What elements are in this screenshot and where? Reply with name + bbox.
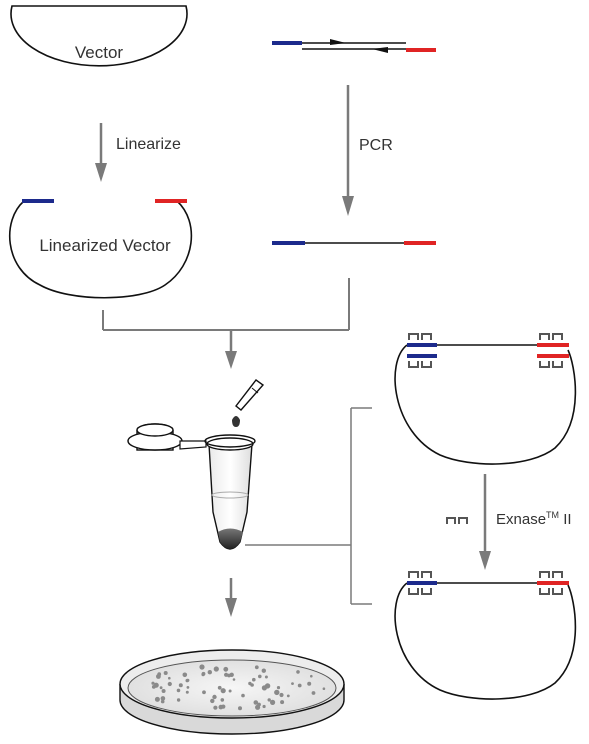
colony-dot [227, 673, 231, 678]
colony-dot [261, 668, 266, 673]
colony-dot [182, 672, 188, 678]
colony-dot [178, 683, 183, 688]
colony-dot [160, 699, 165, 704]
colony-dot [163, 671, 168, 675]
colony-dot [267, 698, 271, 702]
colony-dot [297, 683, 302, 688]
colony-dot [210, 698, 215, 704]
colony-dot [255, 704, 261, 710]
pcr-template [272, 39, 436, 53]
colony-dot [185, 690, 189, 694]
colony-dot [310, 674, 313, 678]
colony-dot [238, 706, 242, 711]
colony-dot [159, 686, 163, 690]
colony-dot [156, 674, 161, 679]
colony-dot [217, 685, 222, 690]
colony-dot [167, 681, 172, 687]
colony-dot [176, 688, 181, 693]
colony-dot [213, 666, 219, 672]
colony-dot [250, 683, 254, 687]
plasmid-with-overhangs [394, 343, 577, 465]
colony-dot [274, 689, 280, 696]
colony-dot [286, 694, 290, 698]
colony-dot [213, 705, 218, 710]
pipette-icon [232, 379, 265, 427]
colony-dot [307, 681, 312, 686]
exnase-enzyme-icon [408, 333, 563, 368]
colony-dot [228, 689, 232, 693]
colony-dot [223, 666, 229, 672]
vector-label: Vector [75, 43, 124, 62]
recombined-plasmid [394, 581, 577, 700]
colony-dot [264, 675, 268, 679]
tube-icon [127, 423, 256, 550]
colony-dot [322, 687, 326, 690]
reaction-bracket [245, 407, 372, 605]
colony-dot [311, 691, 316, 695]
colony-dot [220, 698, 225, 702]
colony-dot [232, 678, 236, 681]
colony-dot [258, 674, 262, 679]
exnase-arrow [479, 474, 491, 570]
colony-dot [280, 700, 285, 705]
linearize-arrow [95, 123, 107, 182]
colony-dot [253, 700, 259, 705]
colony-dot [241, 693, 245, 698]
pcr-label: PCR [359, 137, 393, 154]
exnase-legend-icon [446, 517, 468, 524]
linearize-label: Linearize [116, 136, 181, 153]
colony-dot [291, 682, 294, 685]
colony-dot [154, 696, 160, 702]
colony-dot [168, 676, 171, 680]
colony-dot [254, 665, 259, 670]
vector-circle [10, 5, 188, 67]
colony-dot [160, 696, 166, 701]
colony-dot [279, 692, 284, 698]
colony-dot [264, 683, 271, 689]
colony-dot [212, 694, 217, 700]
colony-dot [185, 678, 189, 683]
colony-dot [207, 670, 212, 675]
petri-dish-icon [119, 649, 345, 735]
merge-connector [102, 278, 350, 369]
colony-dot [252, 677, 256, 682]
colony-dot [151, 685, 156, 689]
bound-exnase-icon [408, 571, 563, 595]
colony-dot [218, 704, 224, 710]
colony-dot [161, 689, 166, 693]
linearized-vector-arc [9, 200, 193, 299]
colony-dot [199, 664, 205, 670]
colony-dot [151, 681, 155, 685]
colony-dot [270, 699, 276, 706]
colony-dot [296, 670, 300, 674]
colony-dot [202, 690, 206, 695]
colony-dot [262, 704, 266, 709]
linearized-vector-label: Linearized Vector [39, 236, 171, 255]
pcr-arrow [342, 85, 354, 216]
plate-arrow [225, 578, 237, 617]
colony-dot [176, 698, 181, 702]
colony-dot [201, 672, 205, 677]
colony-dot [276, 686, 281, 690]
colony-dot [220, 688, 226, 694]
colony-dot [186, 686, 190, 689]
exnase-label: ExnaseTM II [496, 510, 572, 528]
